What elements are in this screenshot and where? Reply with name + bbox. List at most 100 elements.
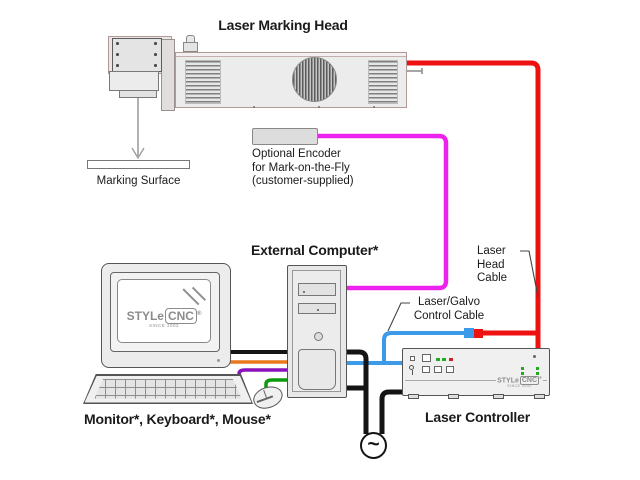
green-led-dot (521, 372, 524, 375)
brand-registered: ® (196, 311, 202, 317)
encoder-label-line3: (customer-supplied) (252, 175, 354, 187)
vent-grille-right (368, 60, 398, 104)
head-connector-stub (407, 68, 423, 74)
computer-tower (287, 265, 347, 398)
fan-grille-icon (292, 57, 337, 102)
laser-beam-arrowhead-icon (131, 147, 145, 160)
controller-indicator-square (422, 366, 430, 373)
controller-foot (448, 394, 459, 399)
key-switch-stem (411, 370, 413, 375)
brand-registered: ® (539, 375, 542, 380)
encoder-box (252, 128, 318, 145)
laser-head-cable-line3: Cable (477, 272, 508, 284)
vent-grille-left (185, 60, 221, 104)
controller-foot (534, 394, 545, 399)
computer-power-cable (346, 349, 369, 434)
tower-front-panel (292, 270, 341, 392)
green-led-dot (536, 372, 539, 375)
encoder-label: Optional Encoder for Mark-on-the-Fly (cu… (252, 148, 354, 189)
encoder-label-line1: Optional Encoder (252, 148, 341, 160)
mouse-cable-green (264, 378, 288, 390)
head-top-connector (183, 42, 198, 52)
case-screw (318, 106, 320, 108)
ac-power-source-icon: ~ (360, 432, 387, 459)
drive-bay-dot (303, 291, 305, 293)
brand-tagline: SINCE 2002 (148, 323, 179, 328)
brand-tagline: SINCE 2002 (507, 384, 532, 389)
lens-housing (109, 71, 159, 91)
galvo-screw (116, 64, 119, 67)
monitor-power-led (217, 359, 220, 362)
galvo-screw (154, 64, 157, 67)
brand-boxed: CNC (519, 376, 540, 386)
red-led (449, 358, 453, 361)
laser-head-cable-label: Laser Head Cable (477, 245, 507, 286)
case-screw (253, 106, 255, 108)
brand-wordmark: STYLe (497, 377, 519, 385)
marking-surface (87, 160, 190, 169)
laser-controller-label: Laser Controller (425, 409, 530, 425)
controller-power-cable (379, 389, 404, 434)
laser-head-top-band (176, 53, 406, 57)
galvo-control-cable-blue-branch (382, 331, 466, 362)
cable-connector-blue (464, 328, 474, 338)
keyboard-keys (94, 378, 242, 399)
marking-surface-label: Marking Surface (96, 175, 181, 187)
case-screw (373, 106, 375, 108)
diagram-title: Laser Marking Head (218, 17, 348, 33)
laser-head-body (175, 52, 407, 108)
leader-galvo-cable (387, 302, 410, 332)
drive-bay (298, 303, 336, 314)
keyboard (83, 374, 253, 404)
laser-head-cable-line1: Laser (477, 245, 506, 257)
ac-symbol: ~ (367, 433, 380, 456)
galvo-cable-line1: Laser/Galvo (417, 296, 480, 308)
tower-lower-panel (298, 349, 336, 390)
green-led (436, 358, 440, 361)
drive-bay (298, 283, 336, 296)
external-computer-label: External Computer* (251, 242, 379, 258)
brand-boxed: CNC (164, 308, 197, 324)
controller-foot (493, 394, 504, 399)
galvo-mount-plate (161, 39, 175, 111)
lens-tip (119, 90, 157, 98)
cable-connector-red (474, 329, 483, 338)
drive-bay-dot (317, 309, 319, 311)
head-top-connector-cap (186, 35, 195, 43)
controller-indicator-square (422, 354, 431, 362)
controller-indicator-square (446, 366, 454, 373)
galvo-screw (154, 42, 157, 45)
green-led (442, 358, 446, 361)
panel-screw (533, 355, 536, 358)
galvo-cable-label: Laser/Galvo Control Cable (405, 296, 493, 323)
brand-wordmark: STYLe (126, 309, 164, 323)
galvo-screw (116, 42, 119, 45)
green-led-dot (536, 367, 539, 370)
laser-head-cable-line2: Head (477, 258, 505, 271)
keyboard-top (84, 375, 252, 403)
galvo-cable-line2: Control Cable (413, 309, 485, 322)
controller-indicator-square (410, 356, 415, 361)
peripherals-label: Monitor*, Keyboard*, Mouse* (84, 411, 271, 427)
controller-foot (408, 394, 419, 399)
encoder-cable-magenta (318, 133, 449, 291)
keyboard-cable-purple (237, 368, 288, 378)
controller-panel-line (405, 380, 547, 381)
galvo-head (112, 38, 162, 72)
galvo-screw (116, 53, 119, 56)
key-switch-icon (409, 365, 414, 370)
encoder-label-line2: for Mark-on-the-Fly (252, 161, 350, 174)
green-led-dot (521, 367, 524, 370)
power-button (314, 332, 323, 341)
controller-indicator-square (434, 366, 442, 373)
galvo-screw (154, 53, 157, 56)
laser-head-cable-red (407, 60, 541, 350)
